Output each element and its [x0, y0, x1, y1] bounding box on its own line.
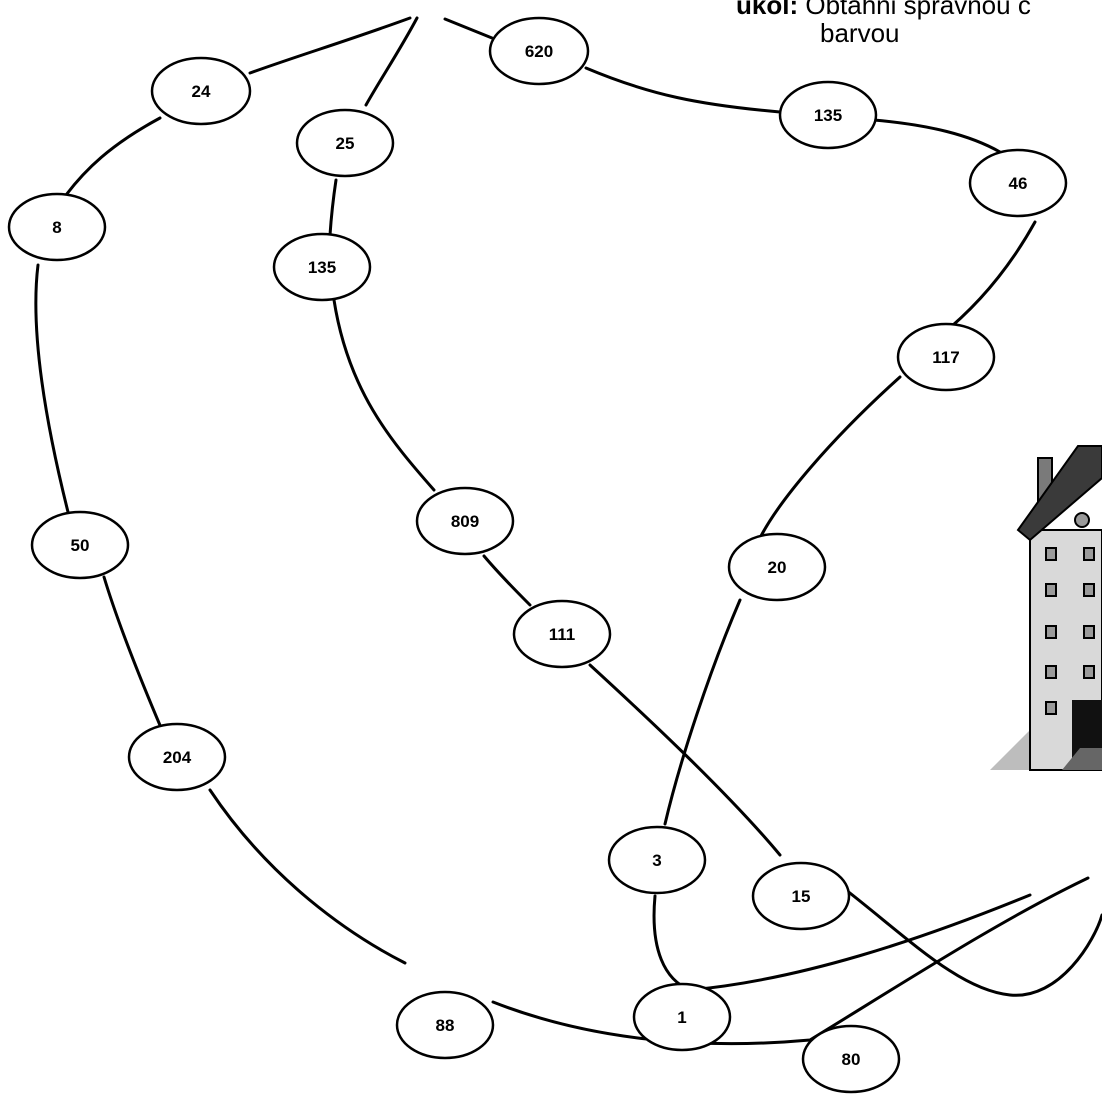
node-ellipse: [727, 532, 827, 602]
node-135-right: 135: [778, 80, 878, 150]
node-ellipse: [632, 982, 732, 1052]
node-label: 1: [677, 1008, 686, 1027]
node-label: 88: [436, 1016, 455, 1035]
node-ellipse: [488, 16, 590, 86]
node-ellipse: [801, 1024, 901, 1094]
task-line-2: barvou: [820, 18, 900, 48]
school-building-icon: [990, 445, 1102, 771]
node-label: 204: [163, 748, 192, 767]
node-135-left: 135: [272, 232, 372, 302]
node-ellipse: [272, 232, 372, 302]
node-ellipse: [512, 599, 612, 669]
node-ellipse: [150, 56, 252, 126]
node-label: 620: [525, 42, 553, 61]
node-label: 809: [451, 512, 479, 531]
node-label: 24: [192, 82, 211, 101]
node-label: 50: [71, 536, 90, 555]
node-label: 135: [814, 106, 842, 125]
node-ellipse: [751, 861, 851, 931]
node-117: 117: [896, 322, 996, 392]
node-label: 8: [52, 218, 61, 237]
node-ellipse: [607, 825, 707, 895]
path-c: [34, 16, 1090, 1046]
node-label: 117: [932, 348, 959, 367]
node-20: 20: [727, 532, 827, 602]
path-a: [443, 17, 1037, 992]
node-ellipse: [415, 486, 515, 556]
node-ellipse: [30, 510, 130, 580]
node-111: 111: [512, 599, 612, 669]
node-46: 46: [968, 148, 1068, 218]
task-text-1: Obtáhni správnou c: [805, 0, 1031, 20]
path-b: [328, 16, 1102, 997]
task-lead: úkol:: [736, 0, 799, 20]
node-620: 620: [488, 16, 590, 86]
maze-paths: [34, 16, 1102, 1046]
node-ellipse: [295, 108, 395, 178]
node-204: 204: [127, 722, 227, 792]
node-label: 80: [842, 1050, 861, 1069]
node-80: 80: [801, 1024, 901, 1094]
node-label: 20: [768, 558, 787, 577]
node-50: 50: [30, 510, 130, 580]
node-25: 25: [295, 108, 395, 178]
node-809: 809: [415, 486, 515, 556]
node-label: 3: [652, 851, 661, 870]
node-3: 3: [607, 825, 707, 895]
node-label: 46: [1009, 174, 1028, 193]
node-88: 88: [395, 990, 495, 1060]
node-ellipse: [127, 722, 227, 792]
node-15: 15: [751, 861, 851, 931]
task-line-1: úkol: Obtáhni správnou c: [736, 0, 1031, 18]
node-label: 15: [792, 887, 811, 906]
node-8: 8: [7, 192, 107, 262]
node-ellipse: [896, 322, 996, 392]
node-ellipse: [778, 80, 878, 150]
node-ellipse: [968, 148, 1068, 218]
node-label: 25: [336, 134, 355, 153]
node-ellipse: [395, 990, 495, 1060]
node-ellipse: [7, 192, 107, 262]
node-1: 1: [632, 982, 732, 1052]
node-label: 135: [308, 258, 336, 277]
node-24: 24: [150, 56, 252, 126]
node-layer: 620 135 46 117 20 3 1 25 135 809 111 15 24 8 50 204 88 80: [7, 16, 1068, 1094]
node-label: 111: [549, 625, 576, 644]
